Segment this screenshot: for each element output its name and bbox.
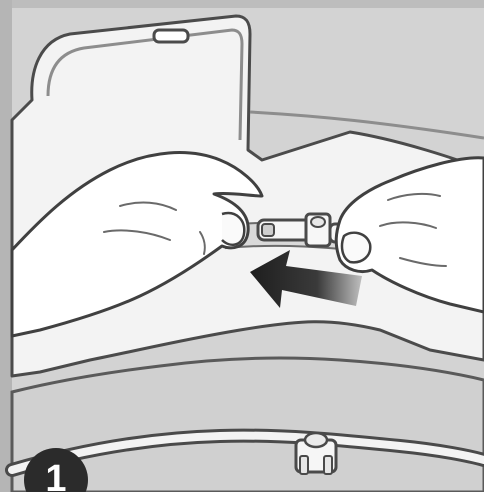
top-border xyxy=(0,0,484,8)
bottom-tube-connector xyxy=(296,433,336,474)
right-thumb-nail xyxy=(342,233,370,263)
left-thumb-nail xyxy=(222,213,244,245)
top-slot xyxy=(154,30,188,42)
left-border xyxy=(0,0,12,492)
